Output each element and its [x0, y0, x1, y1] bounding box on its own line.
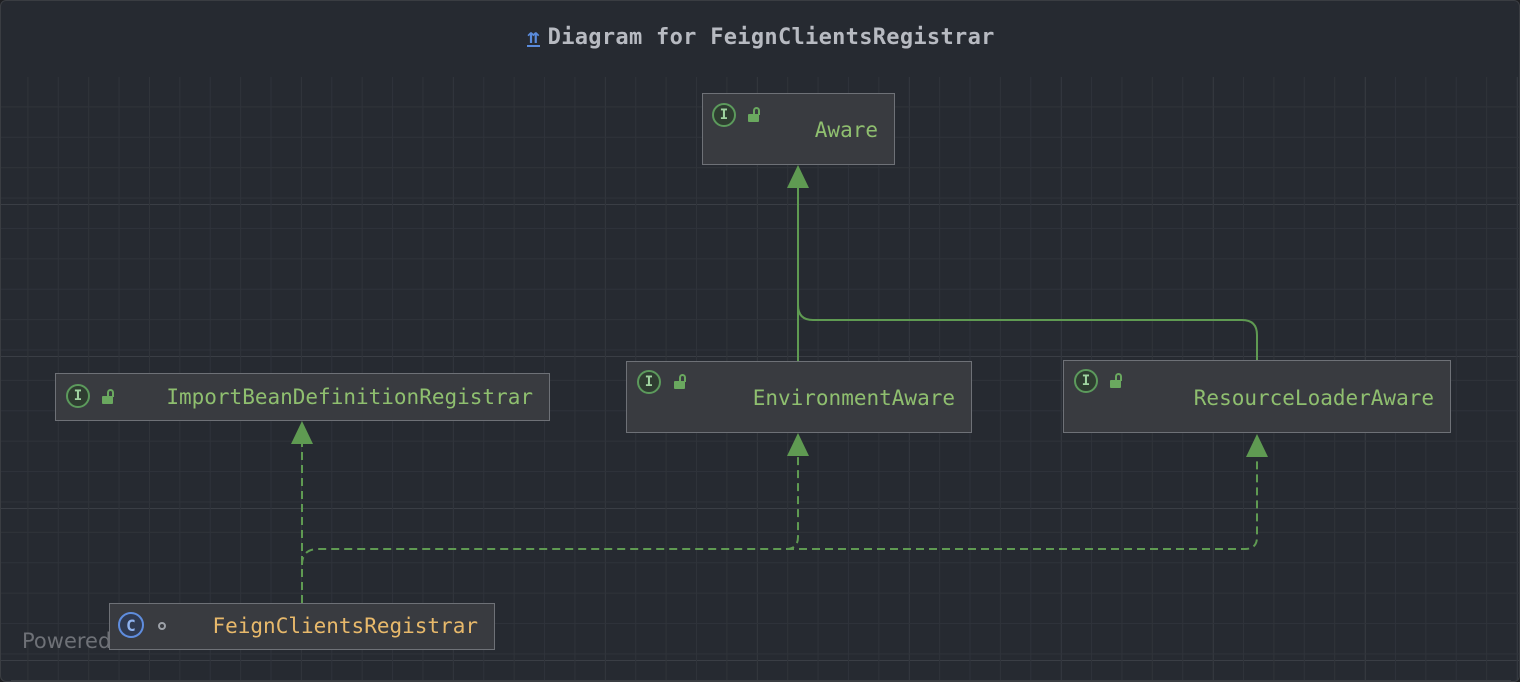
arrowhead-aware	[787, 165, 809, 188]
public-lock-icon	[748, 107, 760, 122]
edge-resourceloaderaware-aware	[797, 304, 1258, 360]
public-lock-icon	[1110, 373, 1122, 388]
horizontal-scrollbar[interactable]	[11, 680, 1511, 681]
node-label: EnvironmentAware	[752, 386, 955, 410]
package-private-dot-icon	[158, 622, 166, 630]
node-label: FeignClientsRegistrar	[212, 614, 478, 638]
hierarchy-up-icon: ⇈	[527, 24, 540, 48]
interface-icon: I	[637, 370, 661, 394]
interface-icon: I	[712, 103, 736, 127]
node-label: ImportBeanDefinitionRegistrar	[166, 385, 533, 409]
diagram-title: ⇈ Diagram for FeignClientsRegistrar	[1, 24, 1519, 50]
node-feign-clients-registrar[interactable]: C FeignClientsRegistrar	[109, 603, 495, 650]
diagram-title-text: Diagram for FeignClientsRegistrar	[547, 25, 995, 50]
node-import-bean-definition-registrar[interactable]: I ImportBeanDefinitionRegistrar	[55, 373, 550, 421]
node-label: ResourceLoaderAware	[1193, 386, 1434, 410]
powered-footer: Powered	[22, 629, 112, 653]
edge-feign-resourceloaderaware	[786, 456, 1258, 550]
node-aware[interactable]: I Aware	[702, 93, 895, 165]
node-environment-aware[interactable]: I EnvironmentAware	[626, 361, 972, 433]
arrowhead-environmentaware	[787, 433, 809, 456]
interface-icon: I	[66, 384, 90, 408]
node-label: Aware	[814, 118, 878, 142]
interface-icon: I	[1074, 369, 1098, 393]
edge-feign-environmentaware	[301, 455, 799, 566]
class-icon: C	[118, 612, 144, 638]
public-lock-icon	[674, 374, 686, 389]
arrowhead-resourceloaderaware	[1246, 434, 1268, 457]
arrowhead-importbean	[291, 421, 313, 444]
public-lock-icon	[102, 389, 114, 404]
node-resource-loader-aware[interactable]: I ResourceLoaderAware	[1063, 360, 1451, 433]
